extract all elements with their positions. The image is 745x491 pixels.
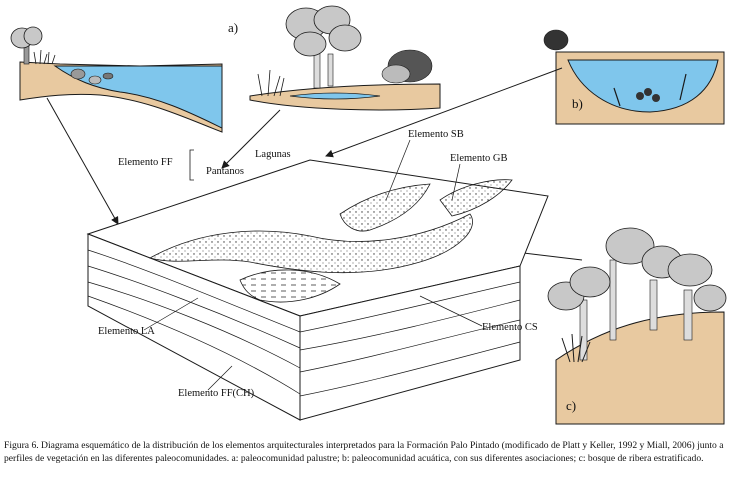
label-elemento-cs: Elemento CS	[482, 322, 538, 333]
arrow-panel-b-to-block	[325, 67, 563, 158]
leader-sb	[385, 139, 411, 201]
label-elemento-la: Elemento LA	[98, 326, 155, 337]
tree-icon	[10, 26, 43, 65]
leader-gb	[451, 163, 461, 201]
label-elemento-gb: Elemento GB	[450, 153, 507, 164]
panel-a-pond-profile	[10, 26, 223, 133]
aquatic-plant-icon	[613, 73, 687, 107]
label-elemento-ff: Elemento FF	[118, 157, 173, 168]
panel-c-label: c)	[566, 398, 576, 413]
figure-caption: Figura 6. Diagrama esquemático de la dis…	[4, 440, 724, 464]
label-elemento-ff-ch: Elemento FF(CH)	[178, 388, 255, 399]
fern-icon	[561, 333, 591, 363]
panel-b-aquatic-profile	[543, 29, 725, 125]
tree-icon	[547, 227, 727, 361]
grass-icon	[257, 69, 285, 97]
leader-ffch	[207, 365, 233, 391]
label-elemento-sb: Elemento SB	[408, 129, 464, 140]
leader-cs	[419, 295, 483, 327]
block-diagram	[86, 159, 549, 421]
panel-b-label: b)	[572, 96, 583, 111]
panel-c-forest-profile	[547, 227, 727, 425]
aquatic-plant-icon	[70, 68, 114, 85]
shrub-icon	[381, 49, 433, 84]
shrub-icon	[543, 29, 569, 51]
tree-icon	[285, 5, 362, 89]
channel-sand-body	[148, 213, 473, 274]
label-lagunas: Lagunas	[255, 149, 291, 160]
leader-la	[143, 297, 199, 331]
block-right-face	[299, 265, 521, 421]
marsh-profile	[249, 5, 441, 111]
gravel-bar-body	[439, 179, 513, 217]
panel-a-label: a)	[228, 20, 238, 35]
ff-brace	[189, 149, 194, 181]
arrow-panel-a-to-block	[46, 97, 119, 225]
label-pantanos: Pantanos	[206, 166, 244, 177]
grass-icon	[33, 49, 56, 65]
arrow-marsh-to-block	[221, 109, 281, 169]
lateral-accretion-body	[239, 269, 341, 303]
sand-bar-body	[339, 183, 431, 232]
